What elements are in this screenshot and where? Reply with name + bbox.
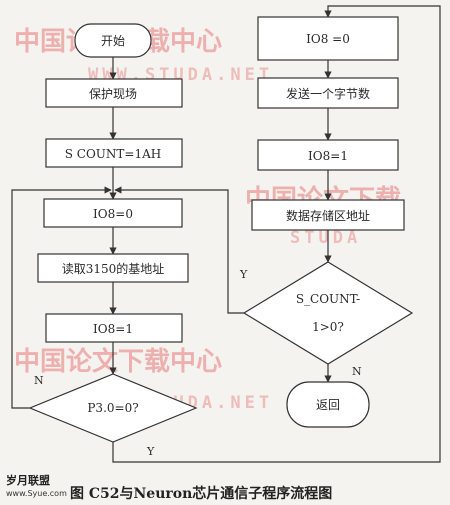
node-send-byte-count (257, 77, 399, 109)
site-name: 岁月联盟 (6, 473, 50, 487)
nodes-left: 开始 保护现场 S COUNT=1AH IO8=0 读取3150的基地址 IO8… (28, 23, 198, 443)
node-set-count (45, 138, 183, 168)
edge-check-no-loop (11, 186, 112, 409)
node-data-store-addr (251, 199, 405, 231)
watermark-url-right: STUDA (290, 228, 361, 248)
node-read-base (37, 253, 189, 283)
node-io8-one-right-label: IO8=1 (308, 149, 348, 163)
figure-caption: 图 C52与Neuron芯片通信子程序流程图 (70, 485, 332, 502)
node-io8-zero-left-label: IO8=0 (93, 207, 133, 221)
edges (11, 5, 441, 463)
node-check-p30 (28, 373, 198, 443)
node-io8-one-left-label: IO8=1 (93, 322, 133, 336)
node-start (74, 23, 152, 58)
node-check-count-label-line2: 1>0? (312, 320, 344, 334)
watermark-cn-bottom: 中国论文下载中心 (14, 346, 222, 377)
edge-check-yes-to-right (112, 5, 441, 463)
node-save-context-label: 保护现场 (89, 87, 137, 101)
node-start-label: 开始 (101, 34, 125, 48)
node-io8-one-left (45, 313, 183, 343)
footer: 岁月联盟 www.Syue.com 图 C52与Neuron芯片通信子程序流程图 (6, 473, 332, 502)
node-return (286, 381, 370, 428)
node-read-base-label: 读取3150的基地址 (62, 261, 165, 276)
edge-label-p30-no: N (34, 374, 44, 387)
node-io8-zero-right (257, 16, 399, 61)
node-set-count-label: S COUNT=1AH (65, 147, 162, 161)
node-io8-zero-right-label: IO8 =0 (306, 32, 350, 46)
node-io8-one-right (257, 139, 399, 171)
edge-count-yes-loop (114, 186, 244, 314)
edge-label-count-no: N (352, 365, 362, 378)
nodes-right: IO8 =0 发送一个字节数 IO8=1 数据存储区地址 S_COUNT- 1>… (242, 16, 414, 428)
node-return-label: 返回 (316, 398, 340, 412)
node-check-count-label-line1: S_COUNT- (296, 292, 360, 306)
site-url: www.Syue.com (6, 489, 67, 498)
edge-label-count-yes: Y (239, 268, 248, 281)
node-check-count (242, 261, 414, 365)
node-data-store-addr-label: 数据存储区地址 (286, 208, 370, 223)
node-io8-zero-left (43, 198, 183, 228)
edge-label-p30-yes: Y (146, 445, 155, 458)
node-check-p30-label: P3.0=0? (87, 401, 138, 415)
edge-labels: N Y Y N (34, 268, 362, 458)
node-save-context (45, 78, 183, 108)
node-send-byte-count-label: 发送一个字节数 (286, 86, 370, 101)
